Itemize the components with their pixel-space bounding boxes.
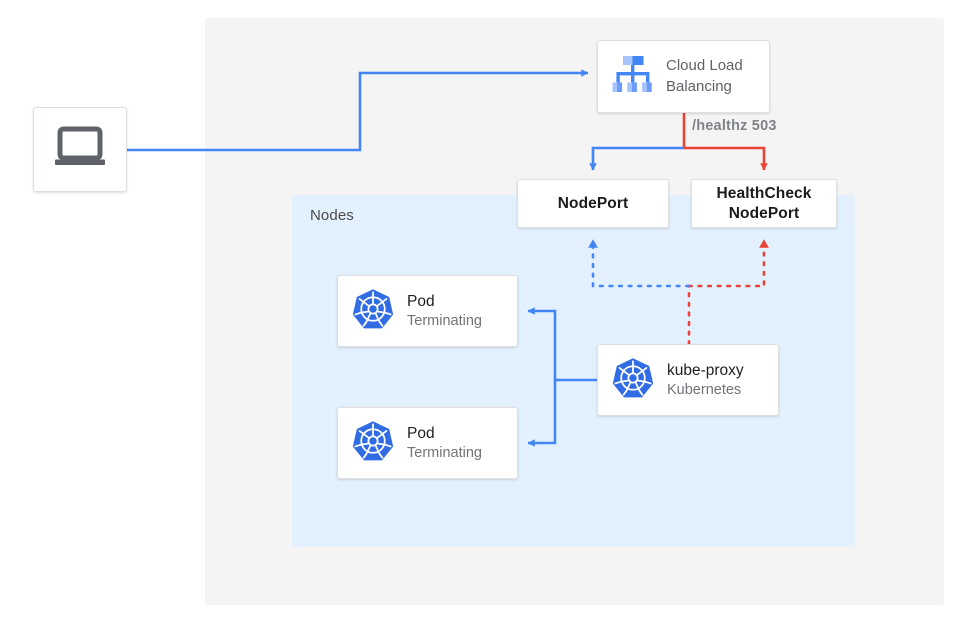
client-node[interactable] [33,107,127,192]
pod-1-title: Pod [407,292,435,310]
pod-2-title: Pod [407,424,435,442]
cloud-load-balancing-label-line2: Balancing [666,77,732,95]
kube-proxy-subtitle: Kubernetes [667,381,742,398]
pod-node-2[interactable]: Pod Terminating [337,407,518,479]
cloud-load-balancing-icon [610,53,656,100]
pod-2-text: Pod Terminating [407,424,482,462]
kube-proxy-title: kube-proxy [667,361,744,379]
pod-1-text: Pod Terminating [407,292,482,330]
pod-1-status: Terminating [407,312,482,329]
healthcheck-nodeport-label: HealthCheck NodePort [717,184,812,223]
nodeport-label: NodePort [557,194,629,212]
nodeport-node[interactable]: NodePort [517,179,669,228]
healthz-edge-label: /healthz 503 [692,118,777,134]
cloud-load-balancing-label-line1: Cloud Load [666,57,743,75]
cloud-load-balancing-label: Cloud Load Balancing [666,56,743,96]
healthcheck-nodeport-label-line2: NodePort [728,204,800,222]
healthcheck-nodeport-label-line1: HealthCheck [716,185,812,203]
kube-proxy-node[interactable]: kube-proxy Kubernetes [597,344,779,416]
kubernetes-icon [352,420,394,467]
nodes-group-label: Nodes [310,207,354,224]
kubernetes-icon [352,288,394,335]
cloud-load-balancing-node[interactable]: Cloud Load Balancing [597,40,770,113]
pod-2-status: Terminating [407,444,482,461]
healthcheck-nodeport-node[interactable]: HealthCheck NodePort [691,179,837,228]
kube-proxy-text: kube-proxy Kubernetes [667,361,744,399]
laptop-icon [53,126,107,173]
kubernetes-icon [612,357,654,404]
pod-node-1[interactable]: Pod Terminating [337,275,518,347]
